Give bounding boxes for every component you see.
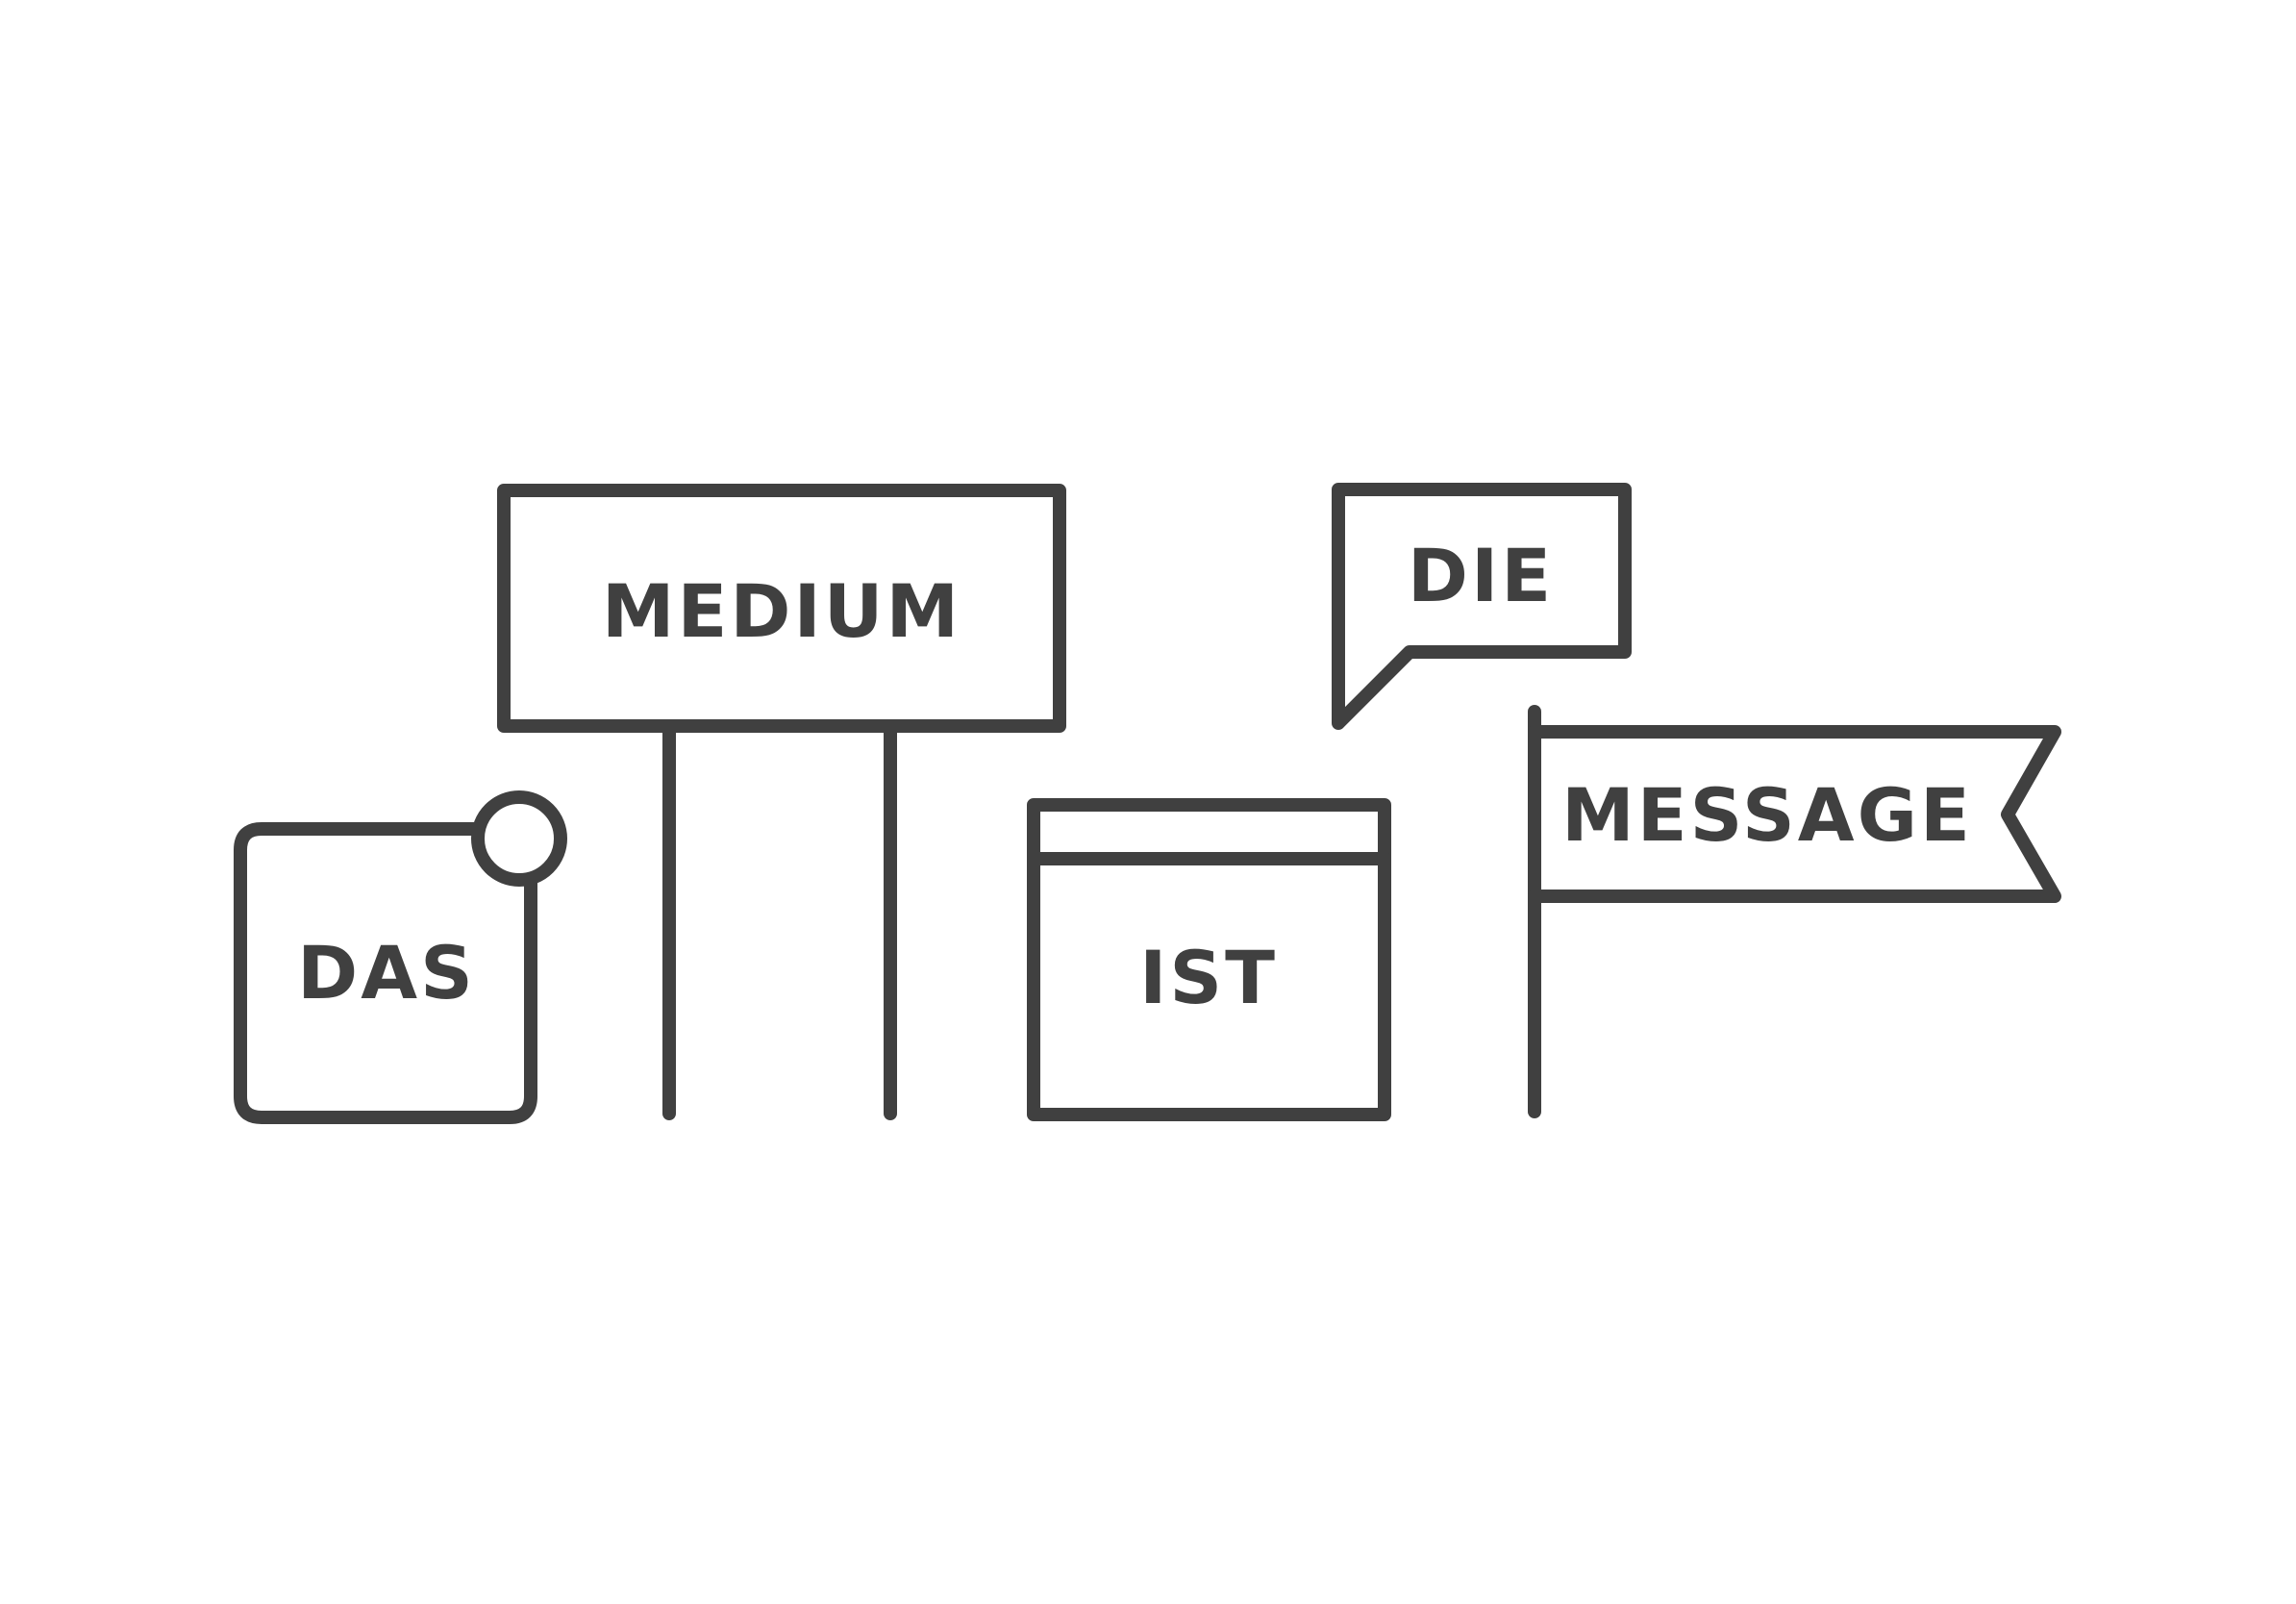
die-bubble-outline — [1332, 483, 1632, 730]
medium-board-outline — [497, 484, 1066, 733]
medium-label: MEDIUM — [602, 568, 961, 654]
flag-banner-outline — [1528, 725, 2061, 903]
das-note-outline — [234, 822, 537, 1124]
das-pinned-note: DAS — [234, 790, 567, 1124]
ist-browser-window: IST — [1027, 798, 1391, 1121]
medium-signboard: MEDIUM — [497, 484, 1066, 1120]
ist-label: IST — [1139, 935, 1278, 1020]
pin-icon — [471, 790, 567, 887]
message-flag: MESSAGE — [1528, 705, 2061, 1118]
das-label: DAS — [297, 930, 476, 1015]
die-speech-bubble: DIE — [1332, 483, 1632, 730]
message-label: MESSAGE — [1561, 772, 1973, 858]
ist-window-outline — [1027, 798, 1391, 1121]
die-label: DIE — [1408, 533, 1554, 618]
